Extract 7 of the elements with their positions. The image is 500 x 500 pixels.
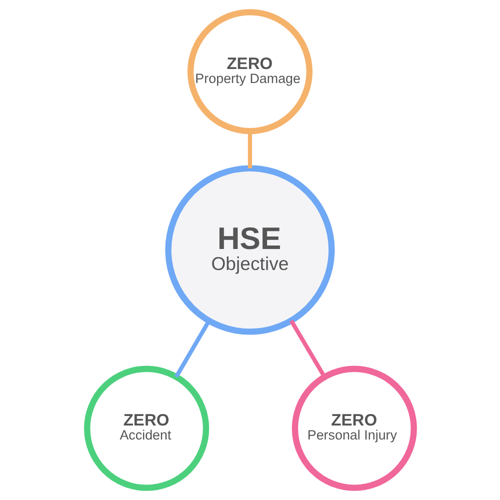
node-circle: HSE Objective — [164, 165, 334, 335]
node-circle: ZERO Property Damage — [186, 9, 312, 134]
connector — [174, 320, 210, 378]
connector — [288, 320, 326, 378]
connector — [247, 131, 252, 168]
node-circle: ZERO Personal Injury — [291, 366, 416, 491]
node-circle: ZERO Accident — [84, 366, 209, 491]
